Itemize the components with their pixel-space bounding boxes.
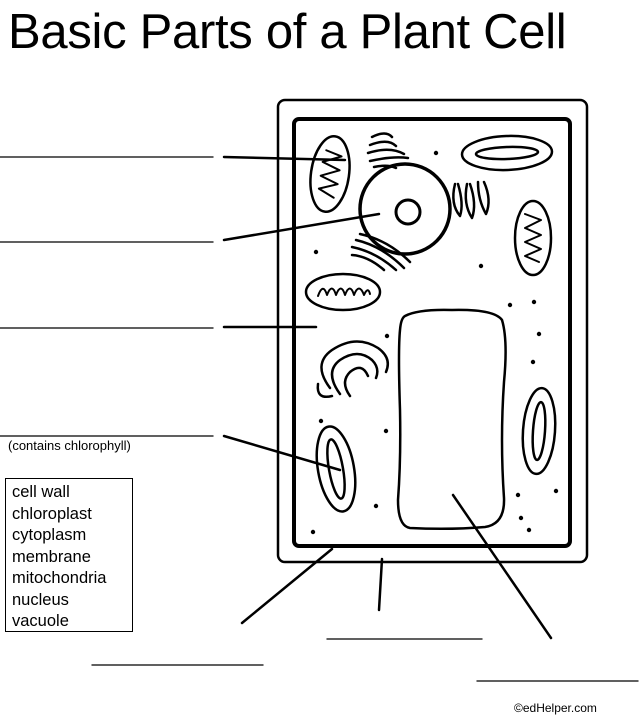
pointer-lines xyxy=(222,155,553,640)
cell-membrane xyxy=(292,117,572,548)
word-bank-item: vacuole xyxy=(12,612,69,630)
mitochondrion-right xyxy=(513,199,553,277)
word-bank: cell wall chloroplast cytoplasm membrane… xyxy=(5,478,133,632)
pointer-cell-wall xyxy=(240,547,334,625)
golgi-top xyxy=(366,132,410,170)
chloroplast-hint: (contains chlorophyll) xyxy=(8,438,131,453)
pointer-nucleus xyxy=(222,212,381,242)
pointer-vacuole xyxy=(451,493,553,640)
mitochondrion-top-left xyxy=(309,135,351,213)
word-bank-item: chloroplast xyxy=(12,504,92,523)
chloroplast-right xyxy=(521,386,557,476)
cell-wall xyxy=(276,98,589,564)
cytoplasm-granules xyxy=(310,150,559,535)
word-bank-item: membrane xyxy=(12,547,91,566)
chloroplast-bottom-left xyxy=(315,425,357,513)
er-right xyxy=(452,180,490,220)
pointer-mitochondria xyxy=(222,155,347,162)
word-bank-item: cell wall xyxy=(12,483,70,501)
copyright-notice: ©edHelper.com xyxy=(514,701,597,715)
word-bank-item: mitochondria xyxy=(12,569,107,587)
golgi-middle xyxy=(350,232,412,272)
answer-blanks xyxy=(0,156,639,682)
word-bank-item: nucleus xyxy=(12,590,69,609)
pointer-chloroplast xyxy=(222,434,342,472)
vacuole xyxy=(396,308,507,531)
nucleus xyxy=(358,162,452,256)
mitochondrion-middle xyxy=(304,272,382,312)
pointer-membrane xyxy=(377,557,384,612)
golgi-lower xyxy=(316,340,389,398)
page-title: Basic Parts of a Plant Cell xyxy=(8,5,567,59)
word-bank-item: cytoplasm xyxy=(12,526,87,544)
chloroplast-top xyxy=(460,134,554,172)
